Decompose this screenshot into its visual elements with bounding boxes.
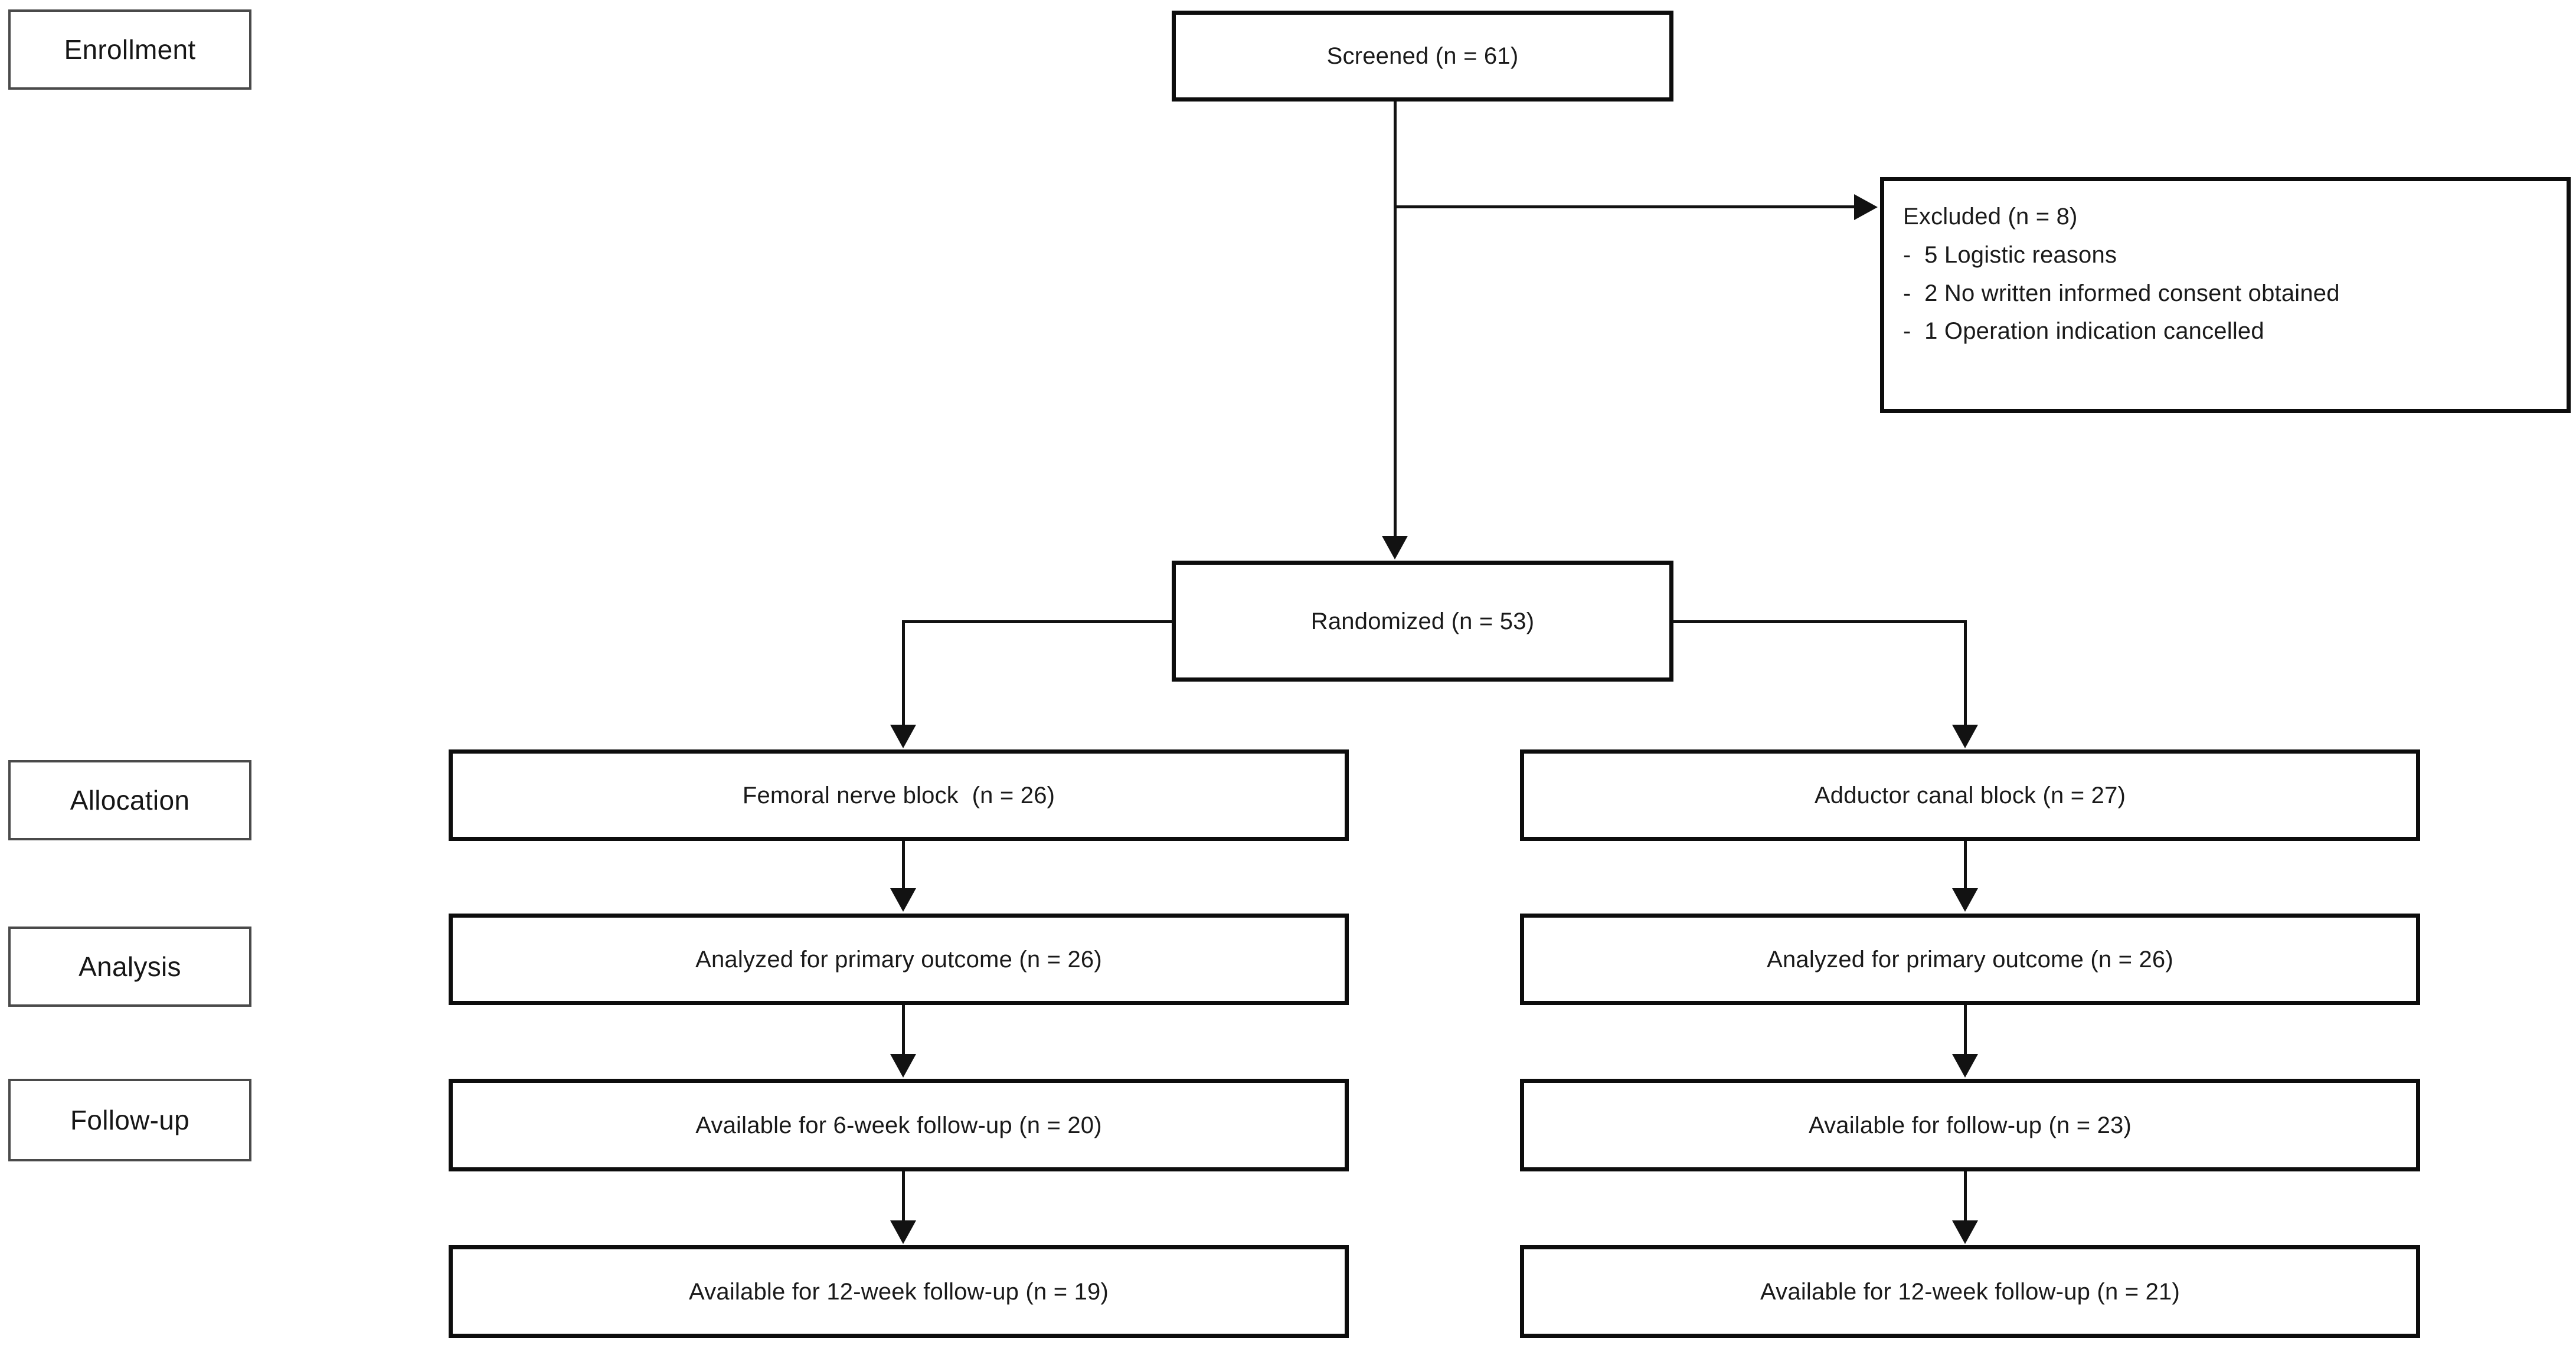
- stage-label-analysis-text: Analysis: [79, 951, 181, 982]
- node-left-analysis-label: Analyzed for primary outcome (n = 26): [695, 946, 1102, 973]
- connector-right-followup1-to-followup2: [1964, 1171, 1967, 1223]
- arrowhead-to-excluded: [1854, 194, 1878, 220]
- arrowhead-screened-to-randomized: [1382, 536, 1408, 559]
- node-randomized: Randomized (n = 53): [1172, 561, 1673, 682]
- node-left-followup-6week: Available for 6-week follow-up (n = 20): [449, 1079, 1349, 1171]
- connector-left-allocation-to-analysis: [902, 841, 905, 891]
- stage-label-followup-text: Follow-up: [70, 1105, 190, 1135]
- arrowhead-right-followup1-to-followup2: [1952, 1220, 1978, 1244]
- arrowhead-left-analysis-to-followup1: [890, 1054, 916, 1078]
- stage-label-allocation: Allocation: [8, 760, 251, 840]
- connector-right-allocation-to-analysis: [1964, 841, 1967, 891]
- node-screened: Screened (n = 61): [1172, 11, 1673, 102]
- arrowhead-right-allocation-to-analysis: [1952, 888, 1978, 912]
- node-adductor-canal-block-label: Adductor canal block (n = 27): [1814, 782, 2126, 808]
- connector-right-analysis-to-followup1: [1964, 1005, 1967, 1057]
- stage-label-analysis: Analysis: [8, 927, 251, 1007]
- arrowhead-randomized-right: [1952, 725, 1978, 748]
- node-excluded: Excluded (n = 8) - 5 Logistic reasons - …: [1880, 177, 2571, 413]
- node-right-analysis: Analyzed for primary outcome (n = 26): [1520, 914, 2420, 1005]
- arrowhead-left-followup1-to-followup2: [890, 1220, 916, 1244]
- connector-to-excluded: [1394, 205, 1854, 208]
- node-randomized-label: Randomized (n = 53): [1310, 608, 1535, 634]
- node-left-followup-12week: Available for 12-week follow-up (n = 19): [449, 1245, 1349, 1338]
- node-screened-label: Screened (n = 61): [1326, 43, 1519, 69]
- arrowhead-left-allocation-to-analysis: [890, 888, 916, 912]
- connector-randomized-left-horizontal: [902, 620, 1173, 623]
- connector-left-followup1-to-followup2: [902, 1171, 905, 1223]
- arrowhead-randomized-left: [890, 725, 916, 748]
- connector-randomized-right-vertical: [1964, 620, 1967, 726]
- node-femoral-nerve-block: Femoral nerve block (n = 26): [449, 749, 1349, 841]
- connector-randomized-left-vertical: [902, 620, 905, 726]
- node-right-followup-12week-label: Available for 12-week follow-up (n = 21): [1760, 1278, 2180, 1305]
- stage-label-enrollment: Enrollment: [8, 9, 251, 90]
- node-right-followup: Available for follow-up (n = 23): [1520, 1079, 2420, 1171]
- stage-label-allocation-text: Allocation: [70, 785, 190, 816]
- connector-screened-to-randomized: [1394, 102, 1397, 538]
- stage-label-enrollment-text: Enrollment: [64, 34, 196, 65]
- node-left-followup-6week-label: Available for 6-week follow-up (n = 20): [695, 1112, 1102, 1138]
- node-right-analysis-label: Analyzed for primary outcome (n = 26): [1767, 946, 2173, 973]
- node-left-followup-12week-label: Available for 12-week follow-up (n = 19): [689, 1278, 1109, 1305]
- node-excluded-text: Excluded (n = 8) - 5 Logistic reasons - …: [1903, 204, 2340, 345]
- node-adductor-canal-block: Adductor canal block (n = 27): [1520, 749, 2420, 841]
- connector-left-analysis-to-followup1: [902, 1005, 905, 1057]
- node-right-followup-12week: Available for 12-week follow-up (n = 21): [1520, 1245, 2420, 1338]
- node-left-analysis: Analyzed for primary outcome (n = 26): [449, 914, 1349, 1005]
- node-femoral-nerve-block-label: Femoral nerve block (n = 26): [742, 782, 1055, 808]
- arrowhead-right-analysis-to-followup1: [1952, 1054, 1978, 1078]
- connector-randomized-right-horizontal: [1672, 620, 1967, 623]
- node-right-followup-label: Available for follow-up (n = 23): [1808, 1112, 2132, 1138]
- stage-label-followup: Follow-up: [8, 1079, 251, 1161]
